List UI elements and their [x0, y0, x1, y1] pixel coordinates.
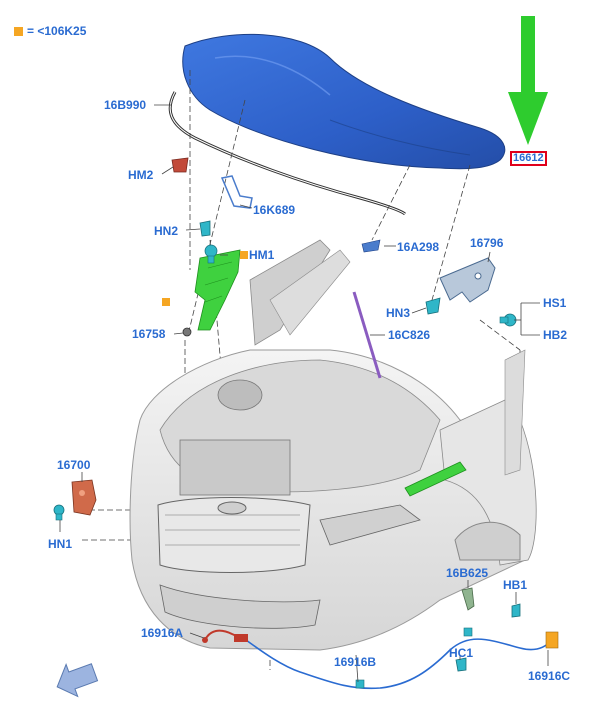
clip-hb1[interactable]: [511, 603, 521, 618]
legend-marker-hm1: [240, 251, 248, 259]
callout-16A298[interactable]: 16A298: [397, 240, 440, 254]
green-highlight-bracket[interactable]: [194, 249, 241, 331]
bolt-hn1[interactable]: [53, 504, 65, 521]
callout-16916A[interactable]: 16916A: [141, 626, 184, 640]
callout-16K689[interactable]: 16K689: [253, 203, 296, 217]
callout-HS1[interactable]: HS1: [543, 296, 567, 310]
callout-16C826[interactable]: 16C826: [388, 328, 431, 342]
clip-hm1[interactable]: [204, 244, 218, 264]
callout-HB2[interactable]: HB2: [543, 328, 568, 342]
callout-HM1[interactable]: HM1: [249, 248, 275, 262]
front-orientation-arrow-icon: [56, 663, 99, 698]
hood-latch-16700[interactable]: [71, 479, 97, 516]
legend-marker-bracket: [162, 298, 170, 306]
callout-16916B[interactable]: 16916B: [334, 655, 377, 669]
callout-HN3[interactable]: HN3: [386, 306, 411, 320]
hood-bumper-hm2[interactable]: [171, 157, 189, 173]
callout-16B625[interactable]: 16B625: [446, 566, 489, 580]
hood-hinge-16796[interactable]: [439, 257, 496, 303]
callout-16758[interactable]: 16758: [132, 327, 166, 341]
hood-bracket-16k689[interactable]: [220, 175, 253, 209]
callout-16916C[interactable]: 16916C: [528, 669, 571, 683]
down-arrow-icon: [508, 16, 548, 145]
release-cable[interactable]: [202, 627, 559, 690]
callout-16700[interactable]: 16700: [57, 458, 91, 472]
hood-panel[interactable]: [182, 33, 506, 170]
legend-square-icon: [14, 27, 23, 36]
legend: = <106K25: [14, 24, 86, 38]
legend-text: = <106K25: [27, 24, 87, 38]
vehicle-front-body: [129, 239, 537, 651]
callout-16B990[interactable]: 16B990: [104, 98, 147, 112]
clip-hn2[interactable]: [199, 220, 211, 237]
callout-lines: [59, 104, 549, 683]
callout-16612[interactable]: 16612: [510, 151, 547, 166]
cable-bracket-16b625[interactable]: [461, 587, 475, 611]
clip-hc1[interactable]: [455, 657, 467, 672]
callout-HN2[interactable]: HN2: [154, 224, 179, 238]
bolt-hs1-hb2[interactable]: [499, 313, 517, 327]
callout-16796[interactable]: 16796: [470, 236, 504, 250]
callout-HC1[interactable]: HC1: [449, 646, 474, 660]
prop-rod-clip-16a298[interactable]: [361, 239, 381, 253]
green-highlight-seal[interactable]: [404, 461, 467, 497]
fastener-16758[interactable]: [182, 327, 192, 337]
prop-rod-16c826[interactable]: [352, 291, 382, 379]
callout-HB1[interactable]: HB1: [503, 578, 528, 592]
callout-HN1[interactable]: HN1: [48, 537, 73, 551]
clip-hn3[interactable]: [425, 297, 441, 315]
callout-HM2[interactable]: HM2: [128, 168, 154, 182]
